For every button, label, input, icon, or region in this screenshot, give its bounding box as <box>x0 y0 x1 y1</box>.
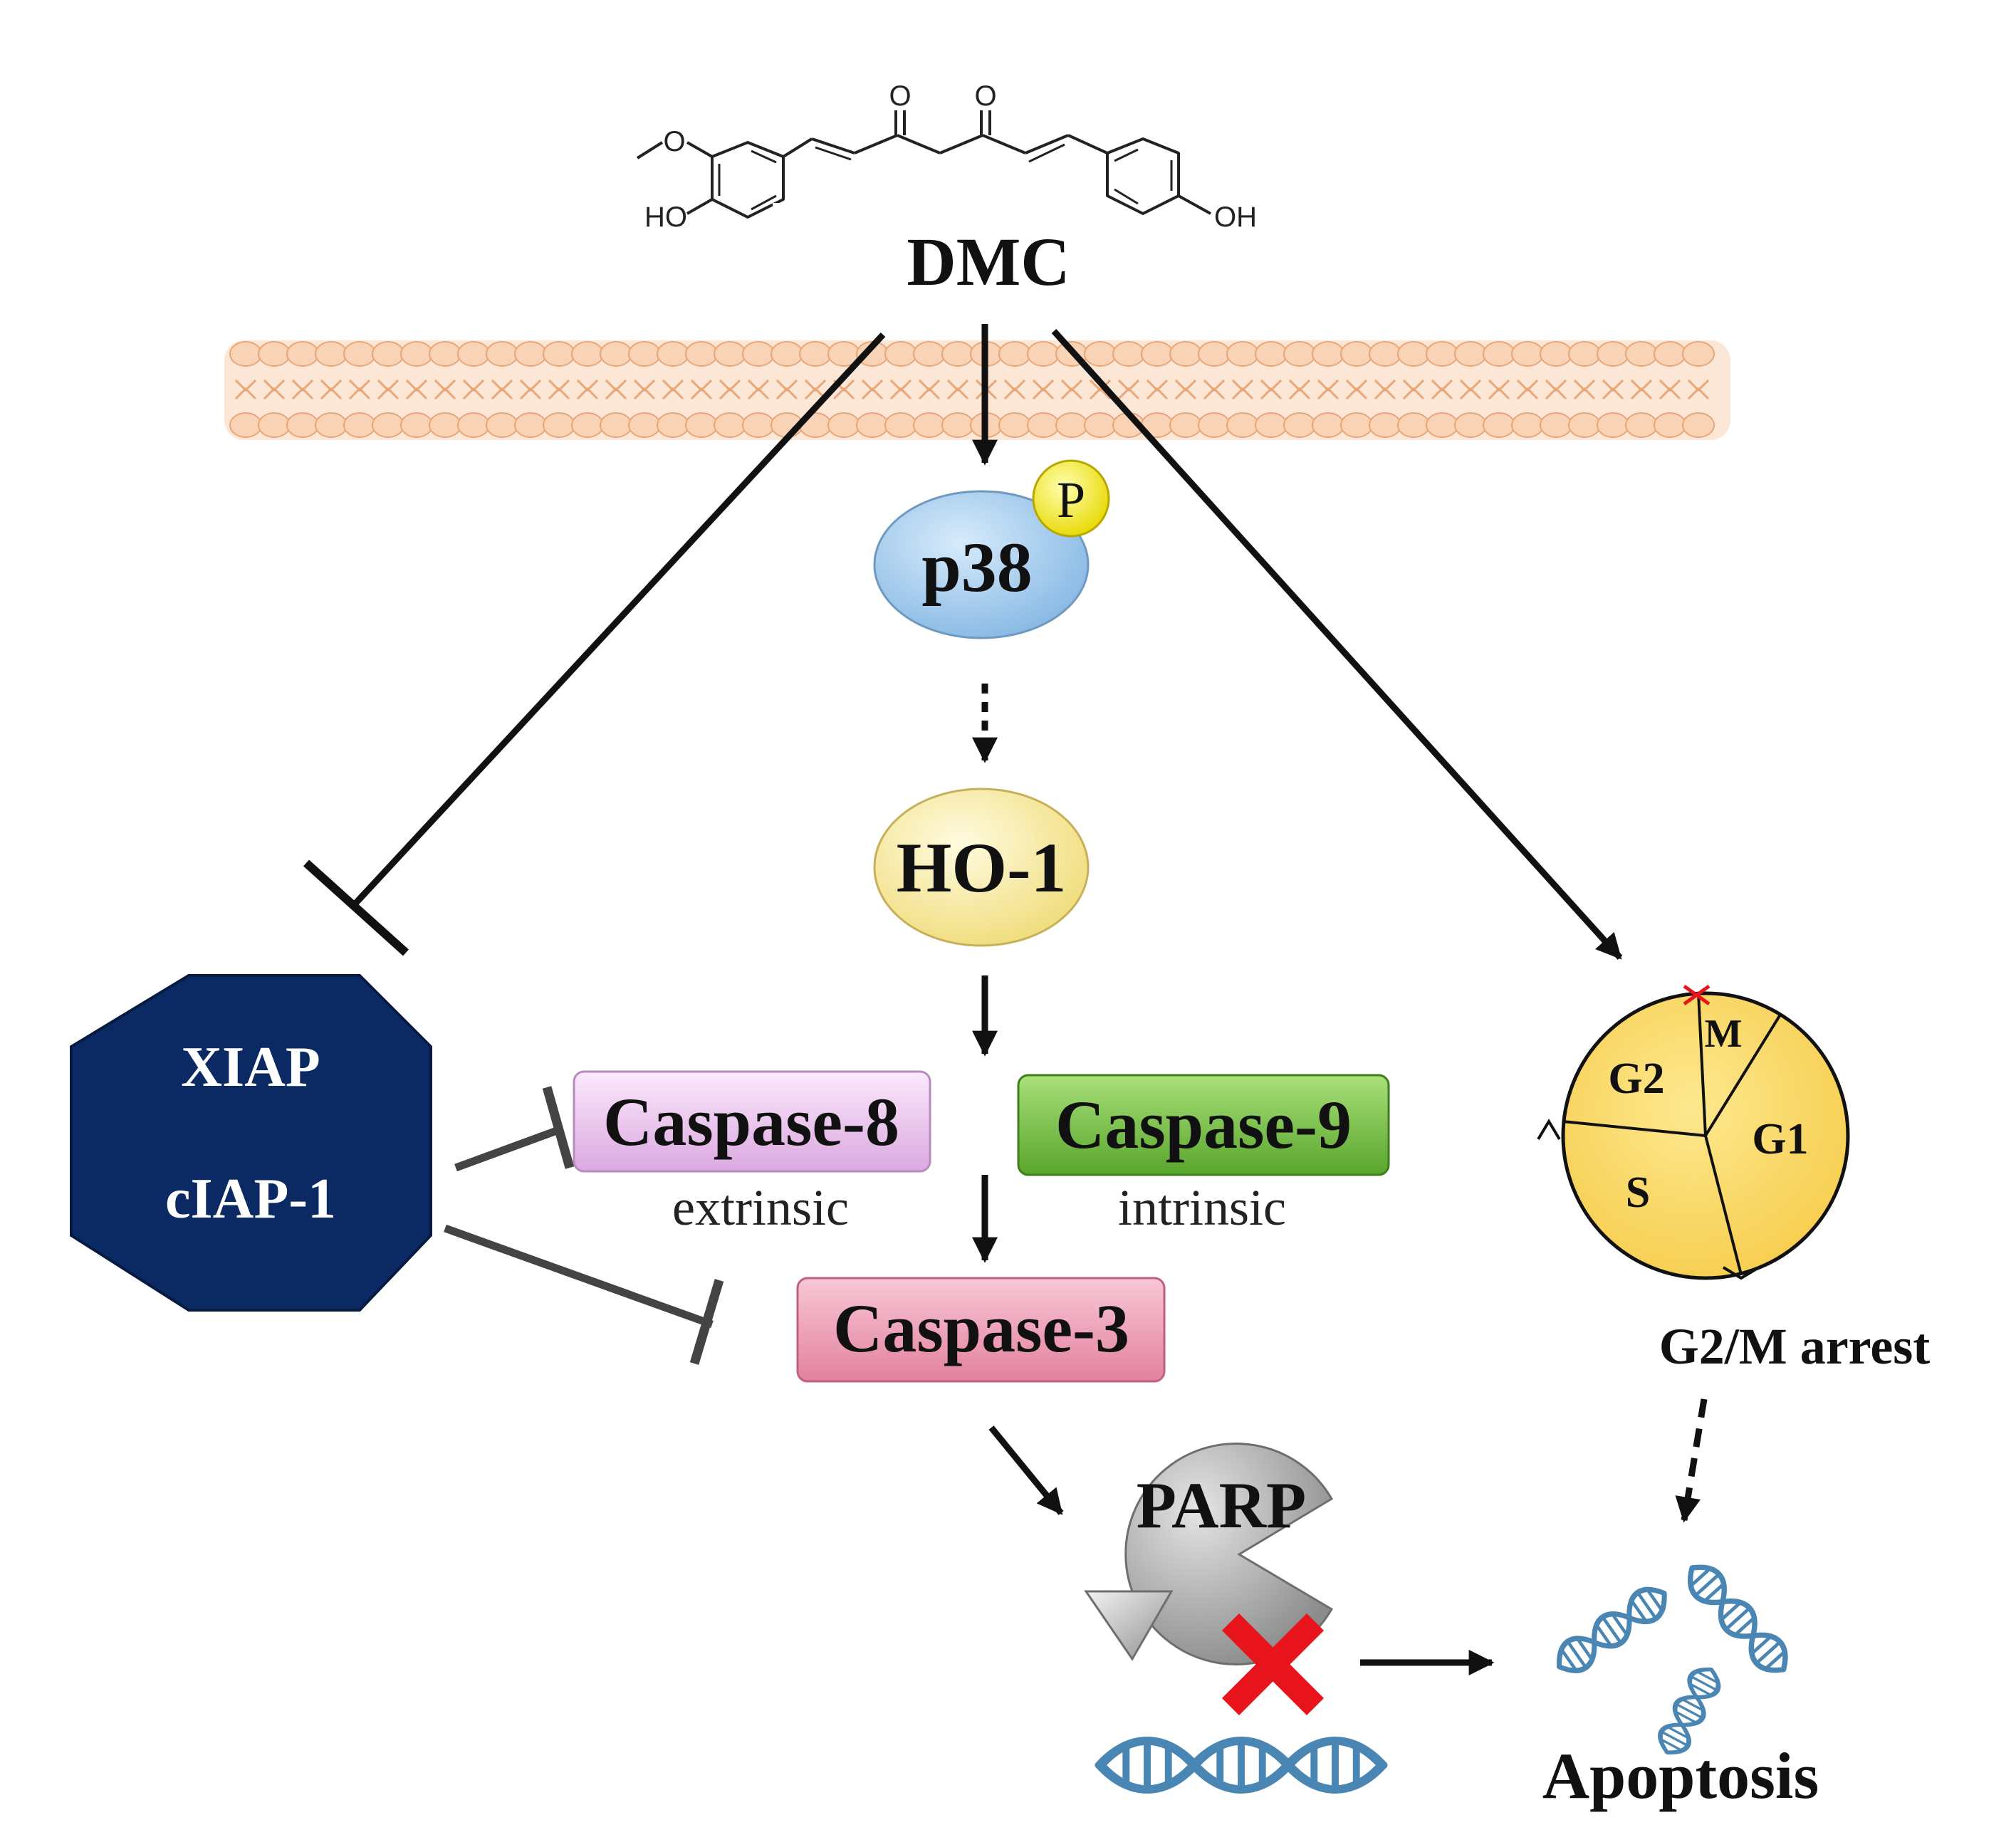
caspase8-label: Caspase-8 <box>603 1084 899 1160</box>
caspase9-node: Caspase-9 <box>1017 1074 1390 1176</box>
carbonyl-o-right: O <box>974 80 996 112</box>
inhibit-iap-to-caspase3 <box>444 1224 714 1329</box>
caspase3-node: Caspase-3 <box>796 1277 1166 1383</box>
inhibit-bar-iap <box>303 859 409 956</box>
dmc-structure <box>636 110 1211 251</box>
arrow-dmc-to-cell-cycle <box>1051 328 1623 961</box>
compound-name: DMC <box>907 224 1070 300</box>
hydroxyl-left: HO <box>644 202 687 233</box>
inhibit-dmc-to-iap <box>352 332 886 907</box>
dmc-arrows <box>303 324 1623 961</box>
inhibit-bar-caspase8 <box>542 1086 575 1169</box>
arrow-caspase3-to-parp <box>988 1425 1064 1515</box>
ho1-label: HO-1 <box>897 828 1067 907</box>
ciap-label: cIAP-1 <box>165 1168 336 1230</box>
cell-membrane <box>224 340 1730 440</box>
caspase8-node: Caspase-8 <box>573 1070 931 1173</box>
dna-fragments-icon <box>1550 1557 1795 1759</box>
phase-m: M <box>1705 1012 1743 1056</box>
apoptosis-label: Apoptosis <box>1542 1739 1819 1812</box>
right-ring <box>1106 137 1180 215</box>
inhibit-iap-to-caspase8 <box>454 1124 564 1172</box>
ho1-node: HO-1 <box>873 788 1090 947</box>
xiap-label: XIAP <box>181 1036 320 1099</box>
phospho-label: P <box>1057 471 1085 528</box>
arrow-arrest-to-apoptosis <box>1675 1398 1708 1523</box>
phase-g1: G1 <box>1752 1115 1808 1163</box>
parp-fragment <box>1084 1590 1174 1661</box>
methoxy-o: O <box>663 126 685 157</box>
caspase8-subtitle: extrinsic <box>672 1179 849 1236</box>
parp-label: PARP <box>1137 1469 1306 1542</box>
iap-octagon: XIAP cIAP-1 <box>70 974 432 1312</box>
carbonyl-o-left: O <box>889 80 911 112</box>
caspase9-subtitle: intrinsic <box>1118 1179 1286 1236</box>
iap-inhibitions <box>444 1086 724 1365</box>
dna-intact-icon <box>1100 1741 1382 1789</box>
arrest-mark-icon <box>1683 984 1711 1006</box>
p38-label: p38 <box>921 528 1033 607</box>
block-x-icon <box>1221 1613 1325 1716</box>
p38-node: p38 <box>873 490 1090 639</box>
hydroxyl-right: OH <box>1214 202 1257 233</box>
caspase3-label: Caspase-3 <box>833 1290 1129 1366</box>
caspase9-label: Caspase-9 <box>1055 1087 1352 1163</box>
cell-cycle-wheel: G2 M G1 S <box>1537 984 1850 1280</box>
phase-s: S <box>1626 1168 1650 1217</box>
phospho-badge: P <box>1032 459 1110 538</box>
parp-node: PARP <box>1084 1443 1334 1665</box>
cell-cycle-caption: G2/M arrest <box>1659 1318 1931 1375</box>
phase-g2: G2 <box>1608 1055 1664 1103</box>
inhibit-bar-caspase3 <box>689 1279 724 1365</box>
